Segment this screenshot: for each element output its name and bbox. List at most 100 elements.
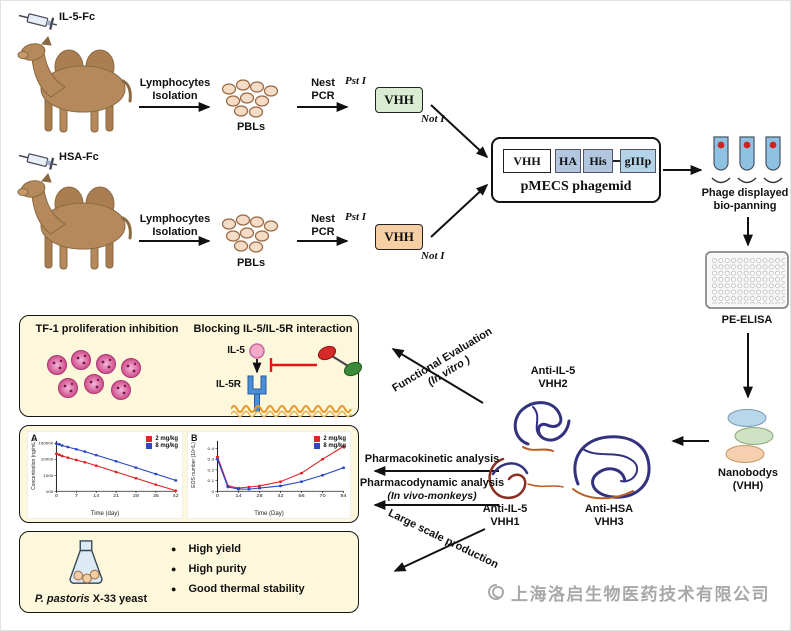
bullet-label: High purity — [188, 563, 247, 575]
camel-illustration — [17, 173, 132, 270]
company-watermark: 上海洛启生物医药技术有限公司 — [511, 585, 770, 604]
pd-x-axis-label: Time (Day) — [254, 511, 284, 517]
arrow-functional-evaluation — [391, 348, 484, 404]
structure-label-vhh1: Anti-IL-5 VHH1 — [482, 503, 528, 529]
biopanning-label: Phage displayed bio-panning — [701, 187, 789, 213]
pharmacokinetic-label: Pharmacokinetic analysis — [364, 453, 500, 465]
svg-text:0.4: 0.4 — [208, 447, 215, 451]
svg-text:1000: 1000 — [43, 473, 54, 478]
company-logo-icon — [488, 584, 505, 600]
nanobodies-illustration — [725, 409, 774, 463]
legend-swatch-red — [314, 436, 321, 442]
yeast-strain-italic: P. pastoris — [34, 593, 90, 605]
bullet-thermal-stability: Good thermal stability — [171, 583, 305, 595]
syringe-icon — [18, 13, 58, 30]
pk-chart-legend: 2 mg/kg 8 mg/kg — [146, 436, 178, 449]
legend-label: 8 mg/kg — [155, 443, 178, 449]
bullet-high-purity: High purity — [171, 563, 247, 575]
svg-text:0.1: 0.1 — [208, 479, 215, 483]
il5-receptor-illustration — [247, 375, 267, 412]
flask-icon — [69, 540, 103, 584]
svg-text:0: 0 — [55, 494, 58, 499]
elisa-label: PE-ELISA — [721, 314, 773, 326]
pk-x-axis-label: Time (day) — [90, 511, 120, 517]
structure-label-vhh3: Anti-HSA VHH3 — [584, 503, 634, 529]
blocking-title: Blocking IL-5/IL-5R interaction — [193, 323, 353, 335]
pbl-cells-illustration — [221, 214, 279, 253]
pk-y-axis-label: Concentration (ng/mL) — [31, 440, 37, 490]
il5r-label: IL-5R — [216, 379, 241, 390]
chart-panel-letter: A — [31, 433, 38, 443]
svg-text:28: 28 — [133, 494, 139, 499]
vhh-structures-illustration — [488, 401, 651, 500]
svg-text:56: 56 — [298, 494, 305, 499]
svg-text:28: 28 — [256, 494, 263, 499]
phagemid-segment-g3p: gIIIp — [620, 149, 656, 173]
bullet-label: Good thermal stability — [188, 583, 305, 595]
pd-chart-legend: 2 mg/kg 8 mg/kg — [314, 436, 346, 449]
antigen-label-il5fc: IL-5-Fc — [59, 11, 96, 23]
il5-molecule-icon — [249, 343, 265, 359]
svg-text:84: 84 — [340, 494, 347, 499]
tf1-title: TF-1 proliferation inhibition — [35, 323, 179, 335]
svg-text:10000: 10000 — [41, 457, 54, 462]
step-nest-pcr: Nest PCR — [311, 77, 335, 103]
psti-site-label: Pst I — [345, 211, 367, 223]
phagemid-title: pMECS phagemid — [520, 179, 632, 194]
phagemid-segment-vhh: VHH — [503, 149, 551, 173]
membrane-illustration — [231, 405, 352, 417]
yeast-strain-rest: X-33 yeast — [89, 593, 148, 605]
vhh-gene-box-il5: VHH — [375, 87, 423, 113]
legend-swatch-blue — [314, 443, 321, 449]
arrow-large-scale-production — [393, 528, 486, 572]
pbls-label: PBLs — [236, 121, 266, 133]
legend-swatch-blue — [146, 443, 153, 449]
step-lymphocyte-isolation: Lymphocytes Isolation — [139, 213, 211, 239]
svg-text:0: 0 — [212, 489, 215, 493]
bullet-label: High yield — [188, 543, 241, 555]
arrow-vhh-to-phagemid-bottom — [430, 183, 489, 238]
svg-text:0.2: 0.2 — [208, 468, 215, 472]
legend-label: 2 mg/kg — [323, 436, 346, 442]
blocking-nanobody-illustration — [317, 345, 363, 377]
step-lymphocyte-isolation: Lymphocytes Isolation — [139, 77, 211, 103]
pbls-label: PBLs — [236, 257, 266, 269]
step-nest-pcr: Nest PCR — [311, 213, 335, 239]
pk-chart: 0 7 14 21 28 35 42 100 1000 10000 100000 — [38, 440, 179, 499]
tf1-cells-illustration — [47, 350, 141, 400]
syringe-icon — [18, 153, 58, 170]
bullet-high-yield: High yield — [171, 543, 241, 555]
svg-text:35: 35 — [153, 494, 159, 499]
il5-label: IL-5 — [227, 345, 245, 356]
svg-text:0.3: 0.3 — [208, 457, 215, 461]
legend-swatch-red — [146, 436, 153, 442]
svg-text:14: 14 — [93, 494, 99, 499]
svg-text:0: 0 — [216, 494, 219, 499]
noti-site-label: Not I — [421, 113, 445, 125]
pk-chart-panel: A Concentration (ng/mL) 0 7 14 21 28 35 42 100 1… — [27, 431, 183, 519]
svg-text:21: 21 — [113, 494, 119, 499]
svg-text:7: 7 — [75, 494, 78, 499]
phagemid-box: VHH HA His gIIIp pMECS phagemid — [491, 137, 661, 203]
svg-text:100000: 100000 — [38, 441, 54, 446]
nanobodies-label: Nanobodys (VHH) — [718, 467, 778, 493]
invivo-monkeys-label: (In vivo-monkeys) — [387, 490, 477, 502]
noti-site-label: Not I — [421, 250, 445, 262]
svg-text:100: 100 — [46, 489, 54, 494]
biopanning-tubes-illustration — [711, 136, 783, 184]
psti-site-label: Pst I — [345, 75, 367, 87]
elisa-plate-illustration — [705, 251, 789, 309]
chart-panel-letter: B — [191, 433, 198, 443]
pd-y-axis-label: EOS number (10⁹/L) — [191, 442, 197, 488]
svg-text:42: 42 — [277, 494, 284, 499]
antigen-label-hsafc: HSA-Fc — [59, 151, 99, 163]
pharmacodynamic-label: Pharmacodynamic analysis — [359, 477, 505, 489]
svg-text:42: 42 — [173, 494, 179, 499]
vhh-gene-box-hsa: VHH — [375, 224, 423, 250]
arrow-vhh-to-phagemid-top — [430, 104, 489, 159]
camel-illustration — [17, 36, 132, 133]
